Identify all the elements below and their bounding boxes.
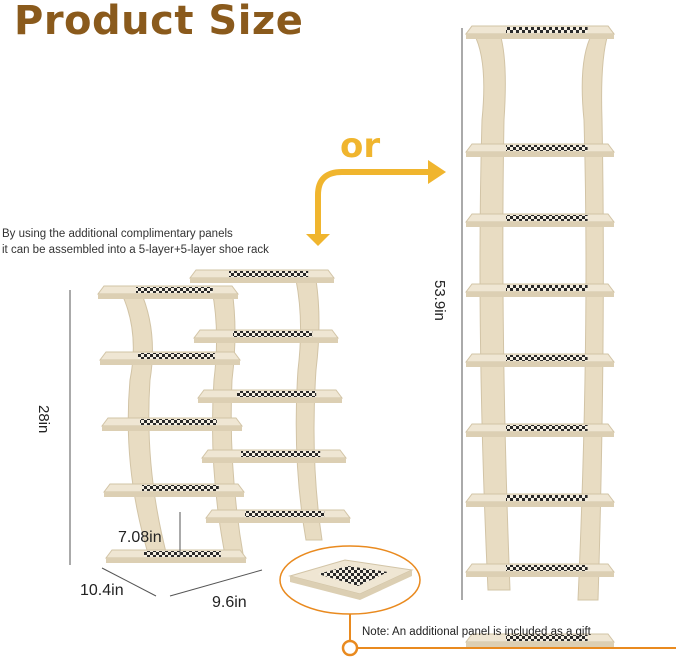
- left-stack-shelf: [101, 417, 243, 431]
- width-label: 9.6in: [212, 594, 247, 611]
- right-stack-shelf: [201, 449, 347, 463]
- gift-note: Note: An additional panel is included as…: [362, 626, 591, 638]
- page-title: Product Size: [14, 0, 304, 44]
- note-dot: [341, 639, 359, 657]
- double-rack: [97, 269, 351, 563]
- tall-shelf: [465, 423, 615, 437]
- layer-gap-label: 7.08in: [118, 529, 162, 546]
- tall-shelf: [465, 143, 615, 157]
- width-line: [169, 569, 263, 597]
- left-stack-shelf: [105, 549, 247, 563]
- right-stack-shelf: [205, 509, 351, 523]
- tall-shelf: [465, 353, 615, 367]
- arrow-head-down-icon: [306, 234, 330, 246]
- tall-shelf: [465, 283, 615, 297]
- description-line-2: it can be assembled into a 5-layer+5-lay…: [2, 244, 269, 256]
- description-line-1: By using the additional complimentary pa…: [2, 228, 233, 240]
- height-label-tall: 53.9in: [431, 280, 448, 321]
- depth-label: 10.4in: [80, 582, 124, 599]
- curved-arrow-icon: [315, 169, 433, 243]
- depth-line: [101, 567, 157, 597]
- description: By using the additional complimentary pa…: [2, 226, 362, 258]
- arrow-head-right-icon: [428, 160, 446, 184]
- tall-shelf: [465, 493, 615, 507]
- height-label-short: 28in: [35, 405, 52, 434]
- tall-shelf: [465, 633, 615, 647]
- right-stack-shelf: [189, 269, 335, 283]
- or-label: or: [340, 126, 381, 166]
- tall-shelf-top: [465, 25, 615, 39]
- right-stack-shelf: [193, 329, 339, 343]
- left-stack-shelf: [103, 483, 245, 497]
- tall-shelf: [465, 563, 615, 577]
- left-stack-shelf: [97, 285, 239, 299]
- gift-panel: [279, 545, 421, 615]
- tall-shelf: [465, 213, 615, 227]
- left-stack-shelf: [99, 351, 241, 365]
- right-stack-shelf: [197, 389, 343, 403]
- tall-rack: [465, 25, 615, 647]
